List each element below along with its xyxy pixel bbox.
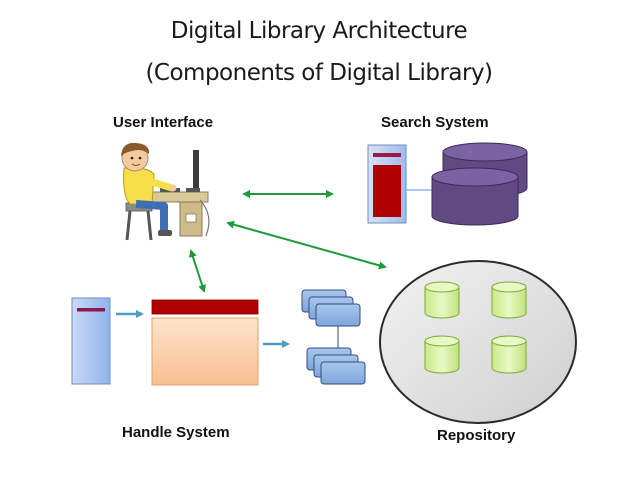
- handle-system-label: Handle System: [122, 424, 230, 441]
- arrow-ui-repository: [226, 220, 387, 270]
- page-title: Digital Library Architecture: [170, 18, 468, 44]
- search-system-label: Search System: [381, 114, 489, 131]
- repository-label: Repository: [437, 427, 516, 444]
- page-subtitle: (Components of Digital Library): [145, 60, 493, 86]
- repository-circle: [379, 260, 577, 424]
- user-at-computer-icon: [121, 142, 210, 241]
- user-interface-label: User Interface: [113, 114, 214, 131]
- storage-cylinder-icon: [491, 335, 527, 374]
- search-system-server-icon: [367, 144, 444, 224]
- handle-system-box: [151, 299, 259, 386]
- storage-cylinder-icon: [491, 281, 527, 319]
- storage-cylinder-icon: [424, 335, 460, 374]
- database-icon: [431, 167, 519, 226]
- handle-system-server-icon: [71, 297, 111, 385]
- record-stack-icon: [306, 347, 366, 385]
- record-stack-icon: [301, 289, 361, 327]
- storage-cylinder-icon: [424, 281, 460, 319]
- arrow-ui-handle: [189, 249, 206, 293]
